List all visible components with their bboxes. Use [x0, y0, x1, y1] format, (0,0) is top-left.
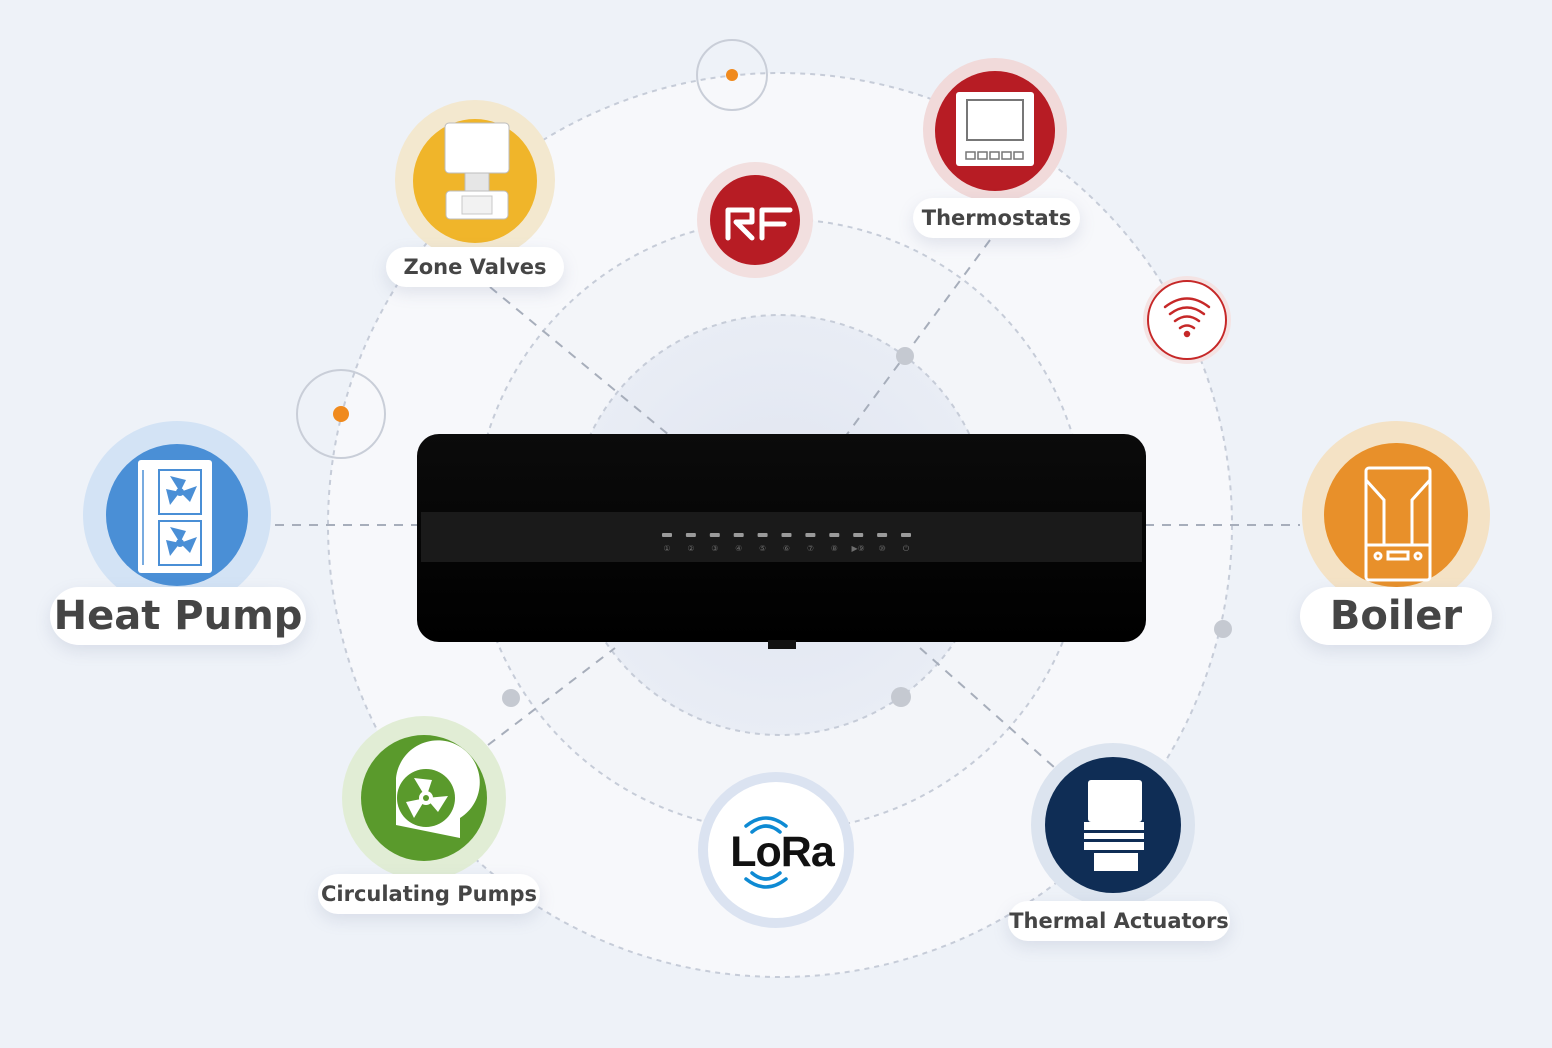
channel-led — [709, 533, 720, 537]
channel-number: ⑧ — [831, 544, 838, 553]
channel-number: ③ — [711, 544, 718, 553]
wifi-circle — [1147, 280, 1227, 360]
boiler-icon — [1364, 466, 1432, 582]
channel-led — [877, 533, 888, 537]
channel-led — [685, 533, 696, 537]
connector-zone-valves — [489, 286, 676, 441]
connector-lines — [275, 239, 1300, 769]
channel-led — [853, 533, 864, 537]
controller-connector — [768, 640, 796, 649]
heat-pump-label: Heat Pump — [50, 587, 306, 645]
connector-thermostats — [844, 239, 991, 438]
accent-dot-top — [696, 39, 768, 111]
boiler-node — [1302, 421, 1490, 609]
channel-led — [733, 533, 744, 537]
orbit-dot — [502, 689, 520, 707]
thermal-actuators-label: Thermal Actuators — [1008, 901, 1230, 941]
circulating-pumps-label: Circulating Pumps — [318, 874, 540, 914]
orbit-dot — [896, 347, 914, 365]
thermostat-icon — [956, 92, 1034, 166]
thermostats-label: Thermostats — [913, 198, 1080, 238]
heat-pump-icon — [138, 460, 212, 573]
thermal-actuators-node — [1031, 743, 1195, 907]
rf-icon — [725, 207, 793, 241]
orbit-dots — [502, 347, 1232, 707]
channel-number: ④ — [735, 544, 742, 553]
rf-circle — [710, 175, 800, 265]
channel-number: ⑩ — [879, 544, 886, 553]
channel-number: ⏻ — [903, 544, 910, 553]
channel-number: ⑥ — [783, 544, 790, 553]
zone-valves-node — [395, 100, 555, 260]
channel-number: ⑦ — [807, 544, 814, 553]
channel-led — [781, 533, 792, 537]
connector-thermal-actuators — [919, 647, 1056, 769]
controller-led-band — [421, 512, 1142, 562]
lora-logo-text: LoRa — [730, 828, 835, 876]
orbit-dot — [891, 687, 911, 707]
controller-channel-leds: ① ② ③ ④ ⑤ ⑥ ⑦ ⑧ ▶⑨ ⑩ ⏻ — [662, 533, 911, 553]
channel-led — [662, 533, 672, 537]
circulating-pumps-node — [342, 716, 506, 880]
thermostats-node — [923, 58, 1067, 202]
circulating-pump-icon — [396, 740, 480, 838]
channel-led — [757, 533, 768, 537]
lora-circle — [708, 782, 844, 918]
heat-pump-node — [83, 421, 271, 609]
lora-signal-icon — [744, 816, 788, 889]
channel-led — [901, 533, 911, 537]
channel-number: ② — [687, 544, 694, 553]
boiler-circle — [1324, 443, 1468, 587]
zone-valve-icon — [444, 122, 510, 220]
thermal-actuator-icon — [1084, 780, 1144, 871]
channel-number: ① — [663, 544, 670, 553]
wifi-icon — [1163, 297, 1211, 338]
channel-led — [805, 533, 816, 537]
channel-led — [829, 533, 840, 537]
zone-valves-label: Zone Valves — [386, 247, 564, 287]
lora-node — [698, 772, 854, 928]
boiler-label: Boiler — [1300, 587, 1492, 645]
channel-number: ▶⑨ — [852, 544, 865, 553]
wifi-node — [1143, 276, 1231, 364]
rf-node — [697, 162, 813, 278]
orbit-dot — [1214, 620, 1232, 638]
accent-dot-left — [296, 369, 386, 459]
channel-number: ⑤ — [759, 544, 766, 553]
controller-device: ① ② ③ ④ ⑤ ⑥ ⑦ ⑧ ▶⑨ ⑩ ⏻ — [417, 434, 1146, 649]
